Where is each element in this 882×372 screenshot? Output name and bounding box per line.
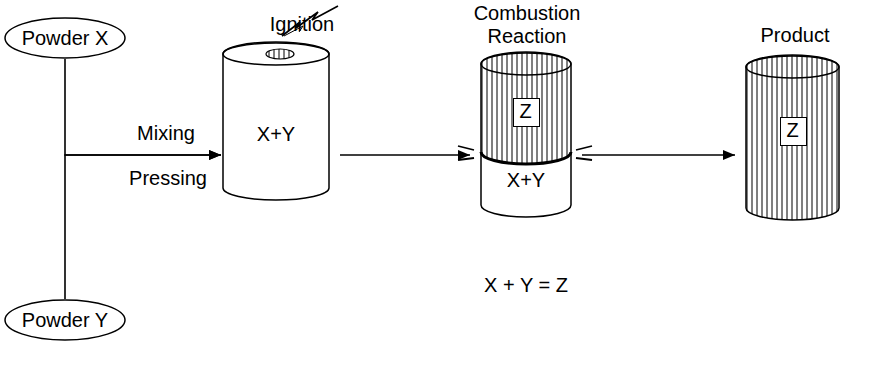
stage-heading: Ignition (237, 13, 367, 36)
pellet-cylinder: Combustion ReactionX+YZ (480, 52, 572, 217)
product-box: Z (780, 117, 807, 146)
pellet-cylinder: IgnitionX+Y (222, 42, 330, 200)
node-label: Powder X (22, 27, 109, 50)
pellet-cylinder: ProductZ (745, 55, 840, 220)
process-step: Pressing (129, 167, 207, 190)
powder-ellipse: Powder X (4, 17, 126, 59)
node-outline (222, 42, 330, 200)
node-label: X+Y (257, 123, 295, 146)
stage-heading: Combustion Reaction (462, 2, 592, 48)
node-label: Z (519, 100, 531, 123)
node-label: Powder Y (22, 309, 108, 332)
process-arrow (65, 59, 221, 160)
stage-heading: Product (730, 24, 860, 47)
process-arrow (65, 150, 221, 299)
reaction-equation: X + Y = Z (484, 274, 568, 297)
node-label: Z (786, 119, 798, 142)
process-step: Mixing (137, 122, 195, 145)
powder-ellipse: Powder Y (4, 299, 126, 341)
node-label: X+Y (507, 169, 545, 192)
product-box: Z (513, 98, 540, 127)
node-outline (480, 52, 572, 217)
process-arrow (582, 150, 735, 160)
process-arrow (340, 150, 470, 160)
